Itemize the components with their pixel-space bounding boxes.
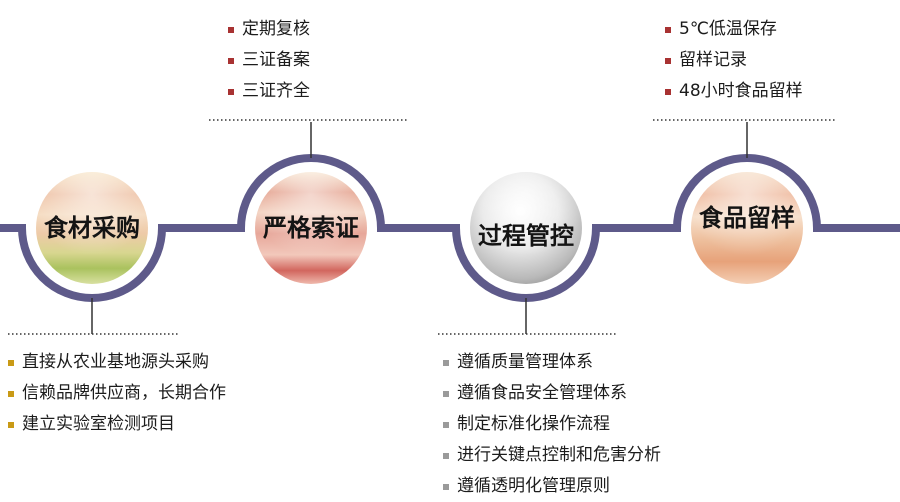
list-item-text: 直接从农业基地源头采购 — [22, 352, 209, 372]
stage-label-4: 食品留样 — [699, 203, 795, 232]
bullet-square-icon — [8, 422, 14, 428]
list-item-text: 定期复核 — [242, 19, 310, 39]
list-item: 留样记录 — [665, 45, 803, 76]
bullet-square-icon — [443, 360, 449, 366]
bullet-square-icon — [443, 391, 449, 397]
stage-node-3: 过程管控 — [470, 172, 582, 284]
stage-label-3: 过程管控 — [478, 221, 574, 250]
list-item-text: 遵循透明化管理原则 — [457, 476, 610, 496]
list-item-text: 5℃低温保存 — [679, 19, 777, 39]
list-item: 进行关键点控制和危害分析 — [443, 440, 661, 471]
list-item: 信赖品牌供应商，长期合作 — [8, 378, 226, 409]
bullet-list-stage-4: 5℃低温保存 留样记录 48小时食品留样 — [665, 14, 803, 107]
bullet-square-icon — [665, 58, 671, 64]
list-item-text: 留样记录 — [679, 50, 747, 70]
list-item: 5℃低温保存 — [665, 14, 803, 45]
stage-node-2: 严格索证 — [255, 172, 367, 284]
bullet-square-icon — [443, 453, 449, 459]
bullet-square-icon — [665, 89, 671, 95]
bullet-square-icon — [228, 27, 234, 33]
list-item: 建立实验室检测项目 — [8, 409, 226, 440]
bullet-square-icon — [8, 360, 14, 366]
bullet-square-icon — [443, 422, 449, 428]
list-item: 定期复核 — [228, 14, 310, 45]
list-item-text: 制定标准化操作流程 — [457, 414, 610, 434]
list-item: 遵循质量管理体系 — [443, 347, 661, 378]
list-item-text: 遵循质量管理体系 — [457, 352, 593, 372]
bullet-square-icon — [443, 484, 449, 490]
bullet-square-icon — [228, 89, 234, 95]
list-item: 直接从农业基地源头采购 — [8, 347, 226, 378]
stage-node-1: 食材采购 — [36, 172, 148, 284]
connector-2 — [209, 119, 407, 158]
connector-1 — [8, 298, 178, 335]
bullet-list-stage-2: 定期复核 三证备案 三证齐全 — [228, 14, 310, 107]
list-item: 三证备案 — [228, 45, 310, 76]
list-item-text: 三证备案 — [242, 50, 310, 70]
bullet-list-stage-1: 直接从农业基地源头采购 信赖品牌供应商，长期合作 建立实验室检测项目 — [8, 347, 226, 440]
bullet-square-icon — [665, 27, 671, 33]
bullet-square-icon — [8, 391, 14, 397]
process-band — [0, 154, 900, 302]
bullet-list-stage-3: 遵循质量管理体系 遵循食品安全管理体系 制定标准化操作流程 进行关键点控制和危害… — [443, 347, 661, 502]
stage-label-1: 食材采购 — [44, 213, 140, 242]
list-item: 遵循透明化管理原则 — [443, 471, 661, 502]
list-item-text: 进行关键点控制和危害分析 — [457, 445, 661, 465]
stage-node-4: 食品留样 — [691, 172, 803, 284]
list-item: 遵循食品安全管理体系 — [443, 378, 661, 409]
list-item-text: 48小时食品留样 — [679, 81, 803, 101]
list-item-text: 建立实验室检测项目 — [22, 414, 175, 434]
list-item-text: 信赖品牌供应商，长期合作 — [22, 383, 226, 403]
list-item: 三证齐全 — [228, 76, 310, 107]
connector-3 — [438, 298, 618, 335]
stage-label-2: 严格索证 — [263, 213, 359, 242]
list-item-text: 遵循食品安全管理体系 — [457, 383, 627, 403]
list-item: 制定标准化操作流程 — [443, 409, 661, 440]
list-item-text: 三证齐全 — [242, 81, 310, 101]
bullet-square-icon — [228, 58, 234, 64]
list-item: 48小时食品留样 — [665, 76, 803, 107]
connector-4 — [653, 119, 835, 158]
